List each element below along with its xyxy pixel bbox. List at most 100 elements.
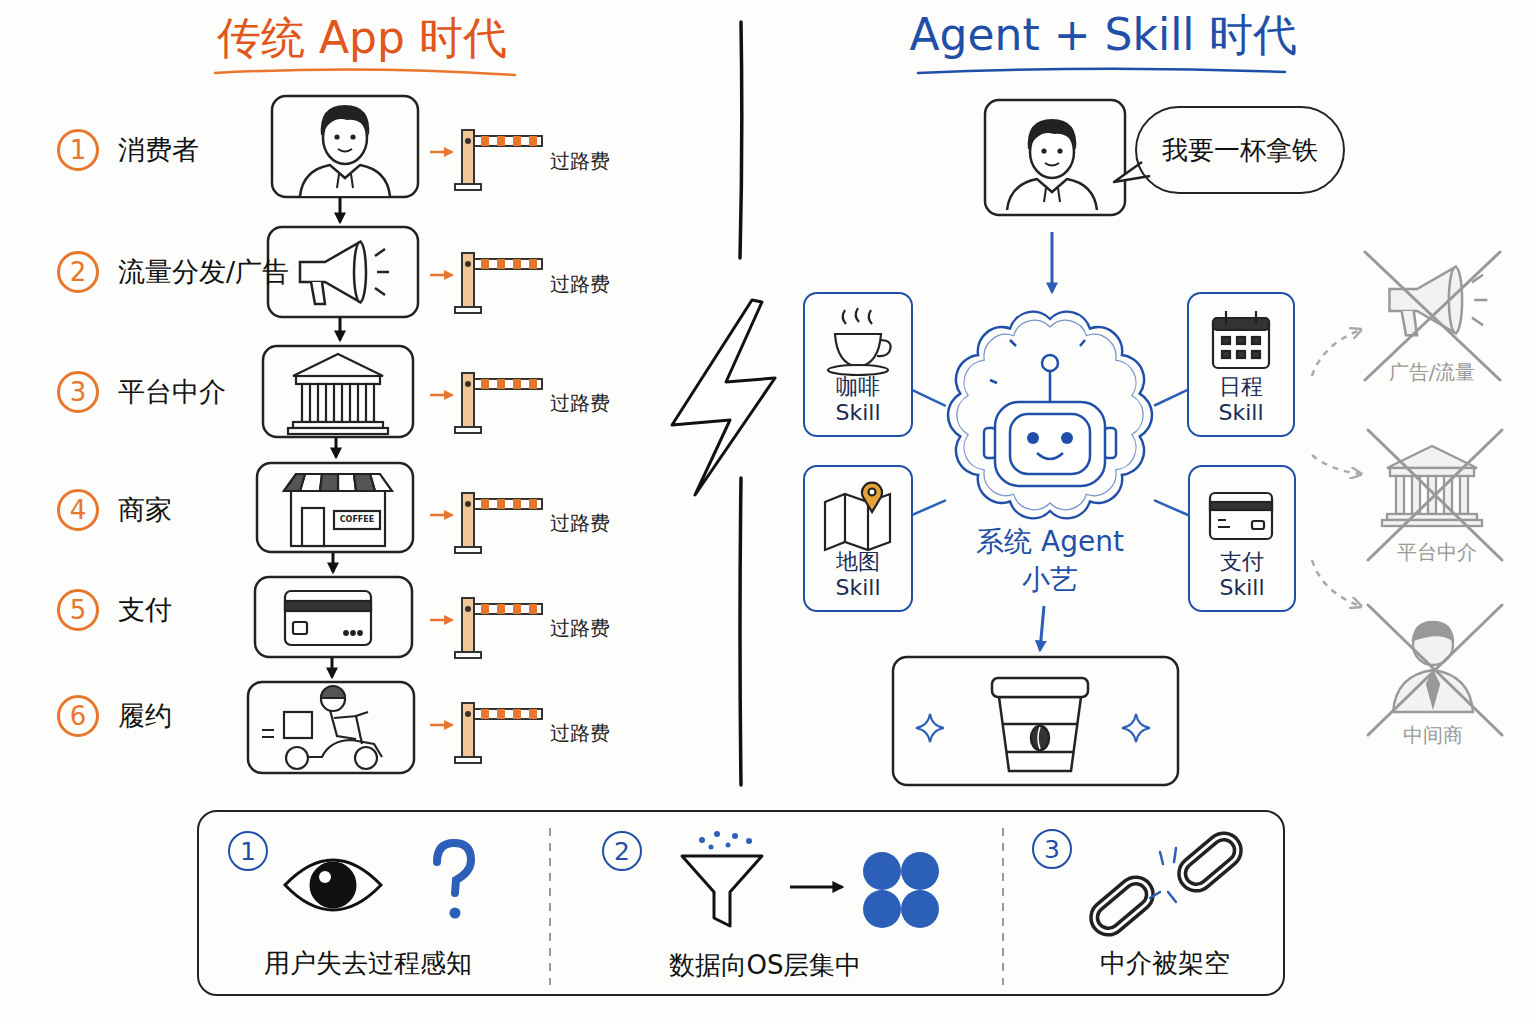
flow-arrow <box>339 198 342 222</box>
card-icon <box>344 631 348 635</box>
scooter-icon <box>262 686 382 769</box>
broken-chain-icon <box>1176 831 1243 894</box>
card-icon <box>285 591 371 645</box>
skill-box: 日程 Skill <box>1187 292 1295 437</box>
illustration-box <box>248 682 414 773</box>
coffee-result-icon <box>1031 726 1049 750</box>
step-number-text: 5 <box>60 592 96 628</box>
scooter-icon <box>330 710 356 739</box>
agent-cloud: 系统 Agent 小艺 <box>945 305 1155 605</box>
step-label: 平台中介 <box>118 374 226 410</box>
flow-arrow <box>339 318 342 340</box>
step-number: 6履约 <box>57 695 99 737</box>
toll-gate <box>430 598 542 658</box>
shop-icon <box>284 474 392 546</box>
consumer-figure <box>300 105 390 196</box>
step-number-text: 3 <box>60 374 96 410</box>
card-icon <box>351 631 355 635</box>
map-skill-icon <box>845 494 868 550</box>
title-underline <box>215 69 515 75</box>
toll-label: 过路费 <box>550 617 610 639</box>
broken-chain-icon <box>1088 875 1155 938</box>
removed-arrow <box>1312 560 1360 606</box>
user-figure <box>1007 119 1097 210</box>
skill-box-text: 支付 Skill <box>1206 549 1278 600</box>
shop-icon <box>284 474 392 491</box>
scooter-icon <box>321 686 345 698</box>
shop-icon <box>302 508 324 546</box>
funnel-icon <box>682 856 762 926</box>
broken-chain-icon <box>1088 875 1155 938</box>
step-number: 4商家 <box>57 489 99 531</box>
skill-box-text: 地图 Skill <box>822 549 894 600</box>
broken-chain-icon <box>1176 831 1243 894</box>
divider-line <box>740 22 742 258</box>
speech-bubble: 我要一杯拿铁 <box>1135 106 1345 194</box>
question-icon <box>437 843 471 893</box>
step-number-text: 2 <box>60 254 96 290</box>
coffee-skill-icon <box>877 340 891 356</box>
scooter-icon <box>334 716 357 718</box>
era-title: Agent + Skill 时代 <box>909 11 1296 59</box>
clover-icon <box>901 890 939 928</box>
sparkle <box>916 714 944 742</box>
coffee-skill-icon <box>835 334 881 367</box>
megaphone-icon <box>300 242 389 304</box>
step-label: 支付 <box>118 592 172 628</box>
shop-icon <box>291 490 385 546</box>
skill-box-text: 咖啡 Skill <box>822 374 894 425</box>
bank-icon <box>288 354 388 434</box>
coffee-skill-icon <box>828 365 888 375</box>
toll-gate <box>430 130 542 190</box>
coffee-skill-icon <box>828 308 891 375</box>
flow-arrow <box>331 658 334 677</box>
panel-divider <box>550 828 1003 985</box>
clover-icon <box>863 852 901 890</box>
removed-arrow <box>1312 330 1360 376</box>
point-number: 3 <box>1032 829 1072 869</box>
robot-icon <box>990 340 1085 383</box>
summary-caption: 中介被架空 <box>1100 949 1230 978</box>
removed-arrow <box>1312 455 1360 474</box>
map-skill-icon <box>862 483 882 512</box>
toll-gate <box>430 373 542 433</box>
cloud-outline <box>957 320 1143 509</box>
step-number-text: 4 <box>60 492 96 528</box>
skill-link <box>1155 501 1188 515</box>
eye-icon <box>285 860 381 910</box>
funnel-icon <box>746 838 752 844</box>
step-label: 履约 <box>118 698 172 734</box>
robot-icon <box>1042 355 1058 371</box>
step-number-text: 6 <box>60 698 96 734</box>
coffee-skill-icon <box>843 308 872 324</box>
flow-arrow <box>1051 232 1054 292</box>
removed-label: 平台中介 <box>1397 541 1477 563</box>
card-icon <box>285 601 371 611</box>
clover-icon <box>863 852 939 928</box>
funnel-icon <box>714 831 720 837</box>
sparkle <box>916 714 1150 742</box>
step-number: 3平台中介 <box>57 371 99 413</box>
illustration-box <box>268 227 418 317</box>
map-skill-icon <box>825 483 890 550</box>
calendar-skill-icon <box>1213 311 1269 368</box>
funnel-icon <box>709 845 714 850</box>
payment-skill-icon <box>1210 493 1272 539</box>
step-number: 2流量分发/广告 <box>57 251 99 293</box>
funnel-icon <box>699 837 705 843</box>
illustration-box <box>248 96 1178 785</box>
skill-box: 咖啡 Skill <box>803 292 913 437</box>
title-underline <box>215 69 1285 75</box>
flow-arrow <box>1040 606 1044 650</box>
summary-caption: 用户失去过程感知 <box>264 949 472 978</box>
map-skill-icon <box>825 494 890 550</box>
calendar-skill-icon <box>1237 351 1245 358</box>
scooter-icon <box>286 747 308 769</box>
illustration-box <box>263 346 413 437</box>
cloud-outline <box>945 305 1155 605</box>
card-icon <box>285 591 371 645</box>
scooter-icon <box>262 730 274 737</box>
coffee-result-icon <box>992 678 1088 697</box>
